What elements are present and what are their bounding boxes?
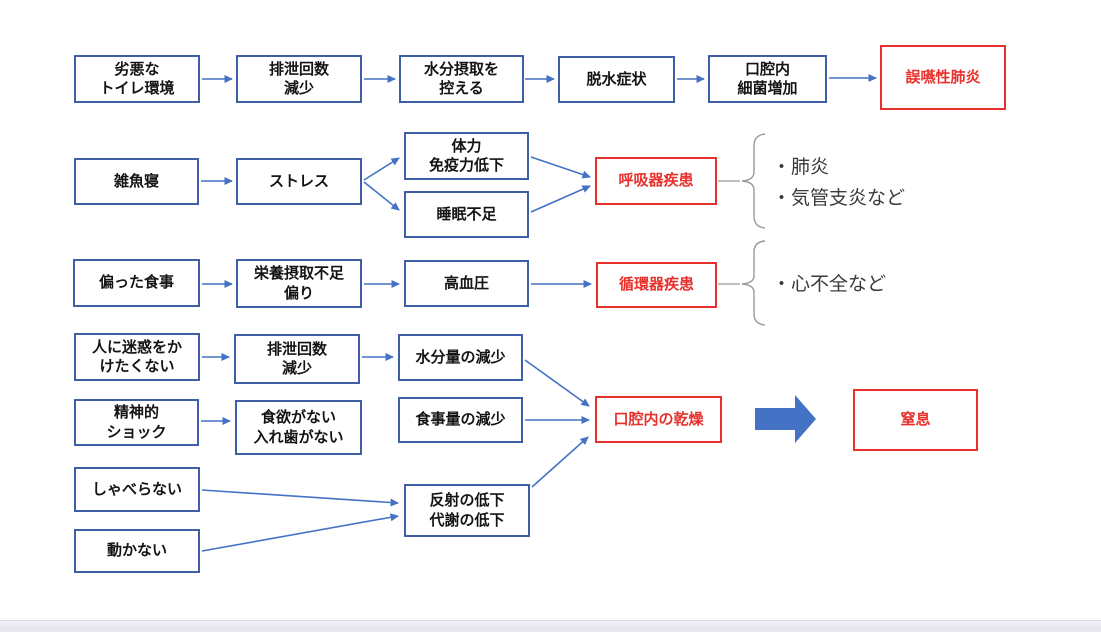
node-bad-toilet-environment: 劣悪な トイレ環境 — [74, 55, 200, 103]
node-respiratory-disease: 呼吸器疾患 — [595, 157, 717, 205]
arrow-stress-to-immunity — [363, 157, 400, 181]
node-aspiration-pneumonia: 誤嚥性肺炎 — [880, 45, 1006, 110]
node-oral-bacteria-increase: 口腔内 細菌増加 — [708, 55, 827, 103]
node-less-excretion-2: 排泄回数 減少 — [234, 334, 360, 384]
big-arrow-to-choking — [755, 395, 816, 443]
node-no-appetite-no-dentures: 食欲がない 入れ歯がない — [235, 400, 362, 455]
page-bottom-edge — [0, 620, 1101, 632]
node-restrict-water-intake: 水分摂取を 控える — [399, 55, 524, 103]
node-choking: 窒息 — [853, 389, 978, 451]
node-avoid-bothering-others: 人に迷惑をか けたくない — [74, 333, 200, 381]
node-mental-shock: 精神的 ショック — [74, 399, 199, 446]
node-dry-mouth: 口腔内の乾燥 — [595, 396, 722, 443]
node-not-moving: 動かない — [74, 529, 200, 573]
node-poor-nutrition: 栄養摂取不足 偏り — [236, 259, 362, 308]
node-dehydration: 脱水症状 — [558, 56, 675, 103]
circulatory-examples-note: ・心不全など — [772, 273, 887, 295]
node-stress: ストレス — [236, 158, 362, 205]
node-unbalanced-diet: 偏った食事 — [73, 259, 200, 307]
node-less-excretion-1: 排泄回数 減少 — [236, 55, 362, 103]
arrow-sleep-to-respiratory — [530, 185, 591, 213]
node-weak-immunity: 体力 免疫力低下 — [404, 132, 529, 180]
node-circulatory-disease: 循環器疾患 — [596, 262, 717, 308]
respiratory-brace — [741, 133, 766, 229]
arrow-talking-to-reflex — [201, 489, 399, 507]
respiratory-examples-note: ・肺炎 ・気管支炎など — [772, 156, 906, 209]
node-communal-sleeping: 雑魚寝 — [74, 158, 199, 205]
circulatory-brace — [741, 240, 766, 326]
arrow-immunity-to-respiratory — [530, 156, 591, 179]
node-lack-of-sleep: 睡眠不足 — [404, 191, 529, 238]
node-hypertension: 高血圧 — [404, 260, 529, 307]
node-less-meal-amount: 食事量の減少 — [398, 397, 523, 443]
arrow-reflex-to-drymouth — [531, 436, 589, 488]
node-lower-reflex-metabolism: 反射の低下 代謝の低下 — [404, 484, 530, 537]
arrow-lesswater-to-drymouth — [524, 359, 590, 407]
arrow-stress-to-sleep — [363, 181, 400, 211]
node-not-talking: しゃべらない — [74, 467, 200, 512]
node-less-water-amount: 水分量の減少 — [398, 334, 523, 381]
arrow-moving-to-reflex — [201, 513, 399, 552]
